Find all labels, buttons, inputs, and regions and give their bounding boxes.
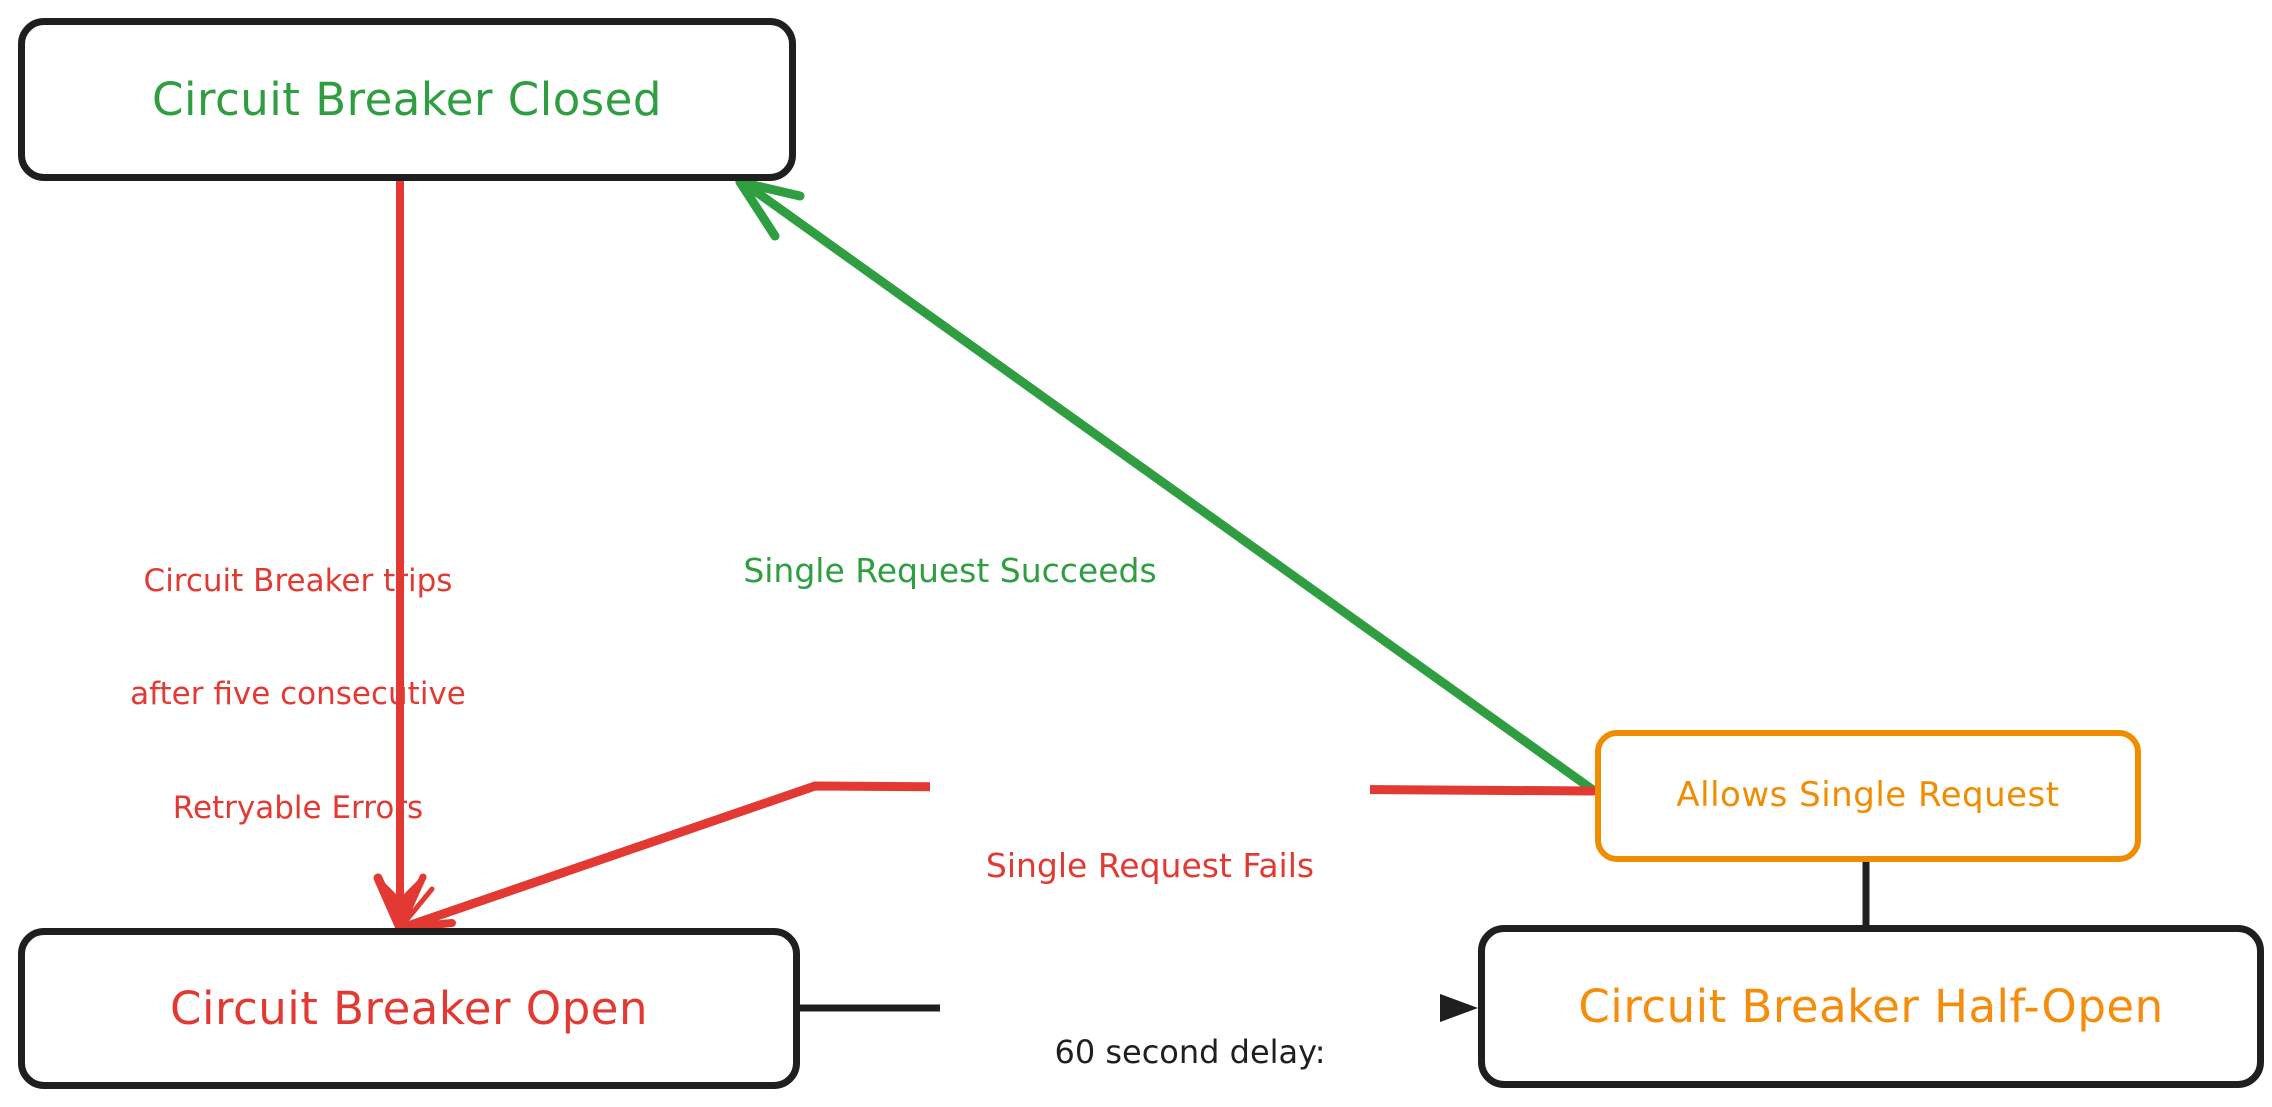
edge-open-to-halfopen <box>796 988 1478 1028</box>
state-node-circuit-breaker-closed[interactable]: Circuit Breaker Closed <box>18 18 796 181</box>
state-node-label: Allows Single Request <box>1676 775 2060 816</box>
edge-allows-to-closed <box>735 177 1598 795</box>
state-node-circuit-breaker-half-open[interactable]: Circuit Breaker Half-Open <box>1478 925 2264 1088</box>
state-node-label: Circuit Breaker Open <box>170 981 648 1035</box>
edge-closed-to-open <box>373 178 435 933</box>
state-node-allows-single-request[interactable]: Allows Single Request <box>1595 730 2141 862</box>
state-node-circuit-breaker-open[interactable]: Circuit Breaker Open <box>18 928 800 1089</box>
state-node-label: Circuit Breaker Closed <box>152 72 662 126</box>
state-node-label: Circuit Breaker Half-Open <box>1578 979 2164 1033</box>
edge-allows-to-open <box>396 781 1598 933</box>
